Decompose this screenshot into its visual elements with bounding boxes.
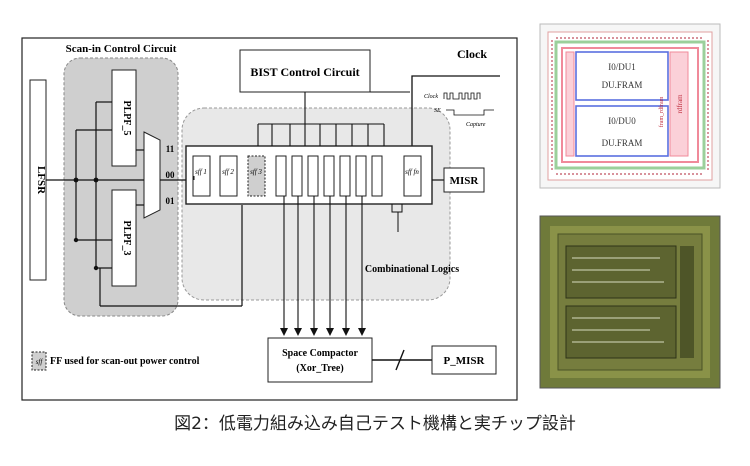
side-label-rdfram: rdfram xyxy=(676,94,684,114)
legend-text: FF used for scan-out power control xyxy=(50,356,200,367)
p-misr-label: P_MISR xyxy=(444,355,486,367)
legend-swatch xyxy=(31,351,47,371)
compactor-lines xyxy=(283,196,363,330)
sff-cell-1-label: sff 1 xyxy=(195,168,207,176)
timing-clock-label: Clock xyxy=(424,94,438,100)
sff-cells: sff 1 sff 2 sff 3 sff fn xyxy=(192,155,422,197)
plpf-top-label: PLPF_5 xyxy=(121,101,132,136)
lfsr-label: LFSR xyxy=(35,166,47,195)
sff-cell-n-label: sff fn xyxy=(405,168,419,176)
block-fram0-label: DU.FRAM xyxy=(602,138,643,148)
mux-input-00: 00 xyxy=(166,170,176,180)
space-compactor-sub: (Xor_Tree) xyxy=(296,363,343,374)
sff-cell-3-label: sff 3 xyxy=(250,168,262,176)
comb-logic-label: Combinational Logics xyxy=(365,264,459,275)
timing-capture-label: Capture xyxy=(466,122,486,128)
sff-cell-3 xyxy=(247,155,266,197)
legend-symbol: sff xyxy=(36,358,44,366)
space-compactor-box xyxy=(267,337,373,383)
timing-diagram: Clock SE Capture xyxy=(424,92,494,128)
scan-wires xyxy=(46,101,243,307)
junction-dots xyxy=(73,177,99,271)
sff-cell-1 xyxy=(192,155,211,197)
bist-control-lines xyxy=(257,91,410,146)
chip-layout: I0/DU1 DU.FRAM I0/DU0 DU.FRAM rdfram fra… xyxy=(539,23,721,189)
compactor-arrows xyxy=(280,328,366,336)
clock-label: Clock xyxy=(457,47,487,61)
mux-input-01: 01 xyxy=(166,196,176,206)
comb-logic-line: Combinational Logics xyxy=(365,264,459,275)
plpf-bottom-label: PLPF_3 xyxy=(121,221,132,256)
block-du0 xyxy=(575,105,669,157)
block-fram1-label: DU.FRAM xyxy=(602,80,643,90)
figure-caption: 図2：低電力組み込み自己テスト機構と実チップ設計 xyxy=(174,414,576,434)
sff-cell-2-label: sff 2 xyxy=(222,168,234,176)
sff-cell-n xyxy=(403,155,422,197)
mux xyxy=(143,131,161,219)
p-misr-box xyxy=(431,345,497,375)
timing-se-label: SE xyxy=(434,108,441,114)
plpf-top-box xyxy=(111,69,137,167)
mux-input-11: 11 xyxy=(166,144,175,154)
die-photo xyxy=(539,215,721,389)
space-compactor-label: Space Compactor xyxy=(282,348,358,359)
block-du0-label: I0/DU0 xyxy=(608,116,636,126)
bist-title: BIST Control Circuit xyxy=(250,65,359,79)
misr-label: MISR xyxy=(450,175,480,187)
plpf-bottom-box xyxy=(111,189,137,287)
sff-cell-2 xyxy=(219,155,238,197)
misr-box xyxy=(443,167,485,193)
block-du1 xyxy=(575,51,669,101)
scan-in-control-panel xyxy=(63,57,179,317)
block-du1-label: I0/DU1 xyxy=(608,62,636,72)
scan-in-title: Scan-in Control Circuit xyxy=(66,43,177,55)
clock-line xyxy=(411,75,500,148)
side-label-fram: fram_rdfram xyxy=(658,96,665,127)
